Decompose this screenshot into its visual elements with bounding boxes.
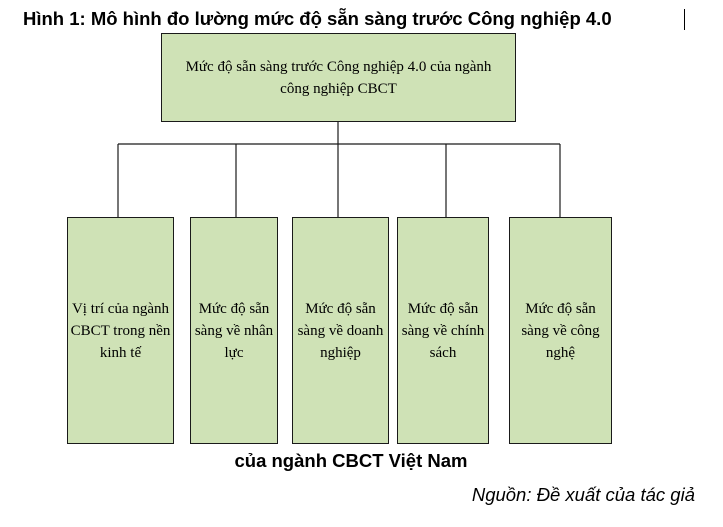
- figure-title-continuation: của ngành CBCT Việt Nam: [234, 450, 468, 471]
- child-node-label: Mức độ sẵn sàng về công nghệ: [521, 300, 600, 361]
- child-node-label: Mức độ sẵn sàng về chính sách: [401, 300, 485, 361]
- child-node-policy: Mức độ sẵn sàng về chính sách: [397, 217, 489, 444]
- figure-title: Hình 1: Mô hình đo lường mức độ sẵn sàng…: [23, 8, 612, 29]
- child-node-label: Mức độ sẵn sàng về doanh nghiệp: [297, 300, 384, 361]
- child-node-human-resources: Mức độ sẵn sàng về nhân lực: [190, 217, 278, 444]
- child-node-label: Vị trí của ngành CBCT trong nền kinh tế: [70, 300, 171, 361]
- child-node-technology: Mức độ sẵn sàng về công nghệ: [509, 217, 612, 444]
- root-node-label: Mức độ sẵn sàng trước Công nghiệp 4.0 củ…: [185, 58, 492, 97]
- figure-source: Nguồn: Đề xuất của tác giả: [471, 484, 695, 505]
- child-node-economy-position: Vị trí của ngành CBCT trong nền kinh tế: [67, 217, 174, 444]
- child-node-label: Mức độ sẵn sàng về nhân lực: [194, 300, 274, 361]
- root-node: Mức độ sẵn sàng trước Công nghiệp 4.0 củ…: [161, 33, 516, 122]
- text-cursor: [684, 9, 685, 30]
- child-node-enterprises: Mức độ sẵn sàng về doanh nghiệp: [292, 217, 389, 444]
